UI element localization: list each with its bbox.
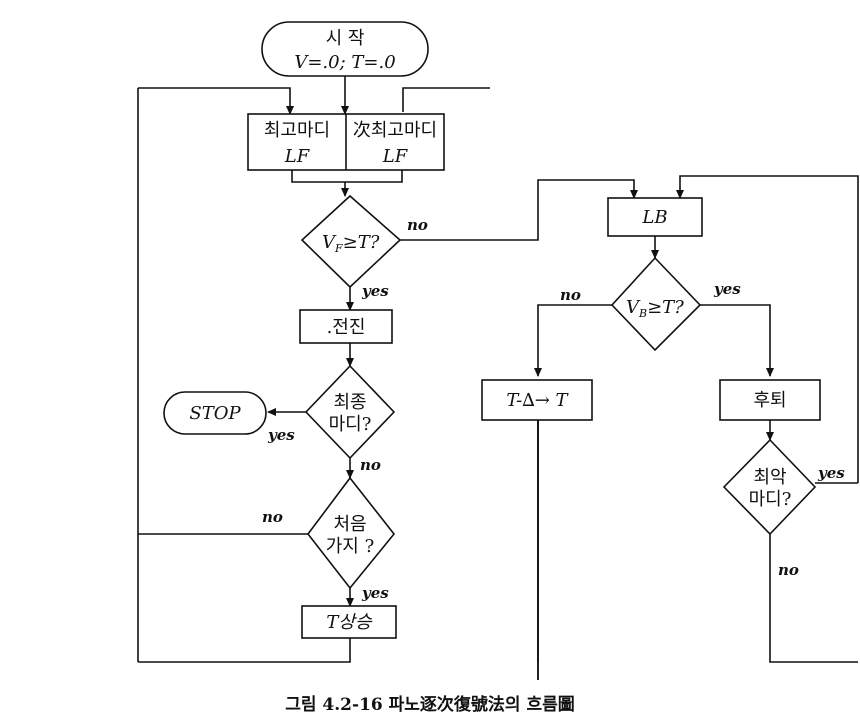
best-node-label: 최고마디 <box>264 120 330 141</box>
t-minus-delta-box: T-∆→ T <box>481 379 593 421</box>
advance-label: .전진 <box>327 317 366 338</box>
node-select-box: 최고마디 LF 次최고마디 LF <box>247 113 445 171</box>
decision-final-line2: 마디? <box>329 414 372 435</box>
start-terminal: 시 작 V=.0; T=.0 <box>261 21 429 77</box>
advance-box: .전진 <box>299 309 393 344</box>
decision-final-line1: 최종 <box>333 392 366 413</box>
decision-first-line2: 가지 ? <box>326 536 375 557</box>
first-no-label: no <box>262 508 283 526</box>
figure-caption: 그림 4.2-16 파노逐次復號法의 흐름圖 <box>285 694 575 715</box>
vf-no-label: no <box>407 216 428 234</box>
next-best-node-label: 次최고마디 <box>353 120 437 141</box>
final-no-label: no <box>360 456 381 474</box>
t-raise-box: T상승 <box>301 605 397 639</box>
worst-no-label: no <box>778 561 799 579</box>
stop-terminal: STOP <box>163 391 267 435</box>
final-yes-label: yes <box>267 426 295 444</box>
vf-yes-label: yes <box>361 282 389 300</box>
decision-worst-line2: 마디? <box>749 489 792 510</box>
decision-vb: VB≥T? <box>610 256 702 352</box>
decision-first: 처음 가지 ? <box>306 476 396 590</box>
decision-vf-label: VF≥T? <box>322 232 380 255</box>
t-raise-label: T상승 <box>326 612 373 633</box>
decision-vb-label: VB≥T? <box>626 297 684 320</box>
decision-first-line1: 처음 <box>333 514 366 535</box>
decision-vf: VF≥T? <box>300 194 402 289</box>
lb-label: LB <box>641 207 667 228</box>
vb-no-label: no <box>560 286 581 304</box>
best-node-lf: LF <box>284 146 311 167</box>
start-init-label: V=.0; T=.0 <box>294 52 395 73</box>
stop-label: STOP <box>189 403 241 424</box>
retreat-box: 후퇴 <box>719 379 821 421</box>
next-best-node-lf: LF <box>382 146 409 167</box>
retreat-label: 후퇴 <box>753 390 786 411</box>
lb-box: LB <box>607 197 703 237</box>
vb-yes-label: yes <box>713 280 741 298</box>
decision-worst: 최악 마디? <box>722 438 817 536</box>
first-yes-label: yes <box>361 584 389 602</box>
t-minus-delta-label: T-∆→ T <box>506 390 569 411</box>
worst-yes-label: yes <box>817 464 845 482</box>
connectors <box>137 76 859 680</box>
decision-worst-line1: 최악 <box>753 467 786 488</box>
decision-final: 최종 마디? <box>304 364 396 460</box>
start-label: 시 작 <box>326 28 365 49</box>
